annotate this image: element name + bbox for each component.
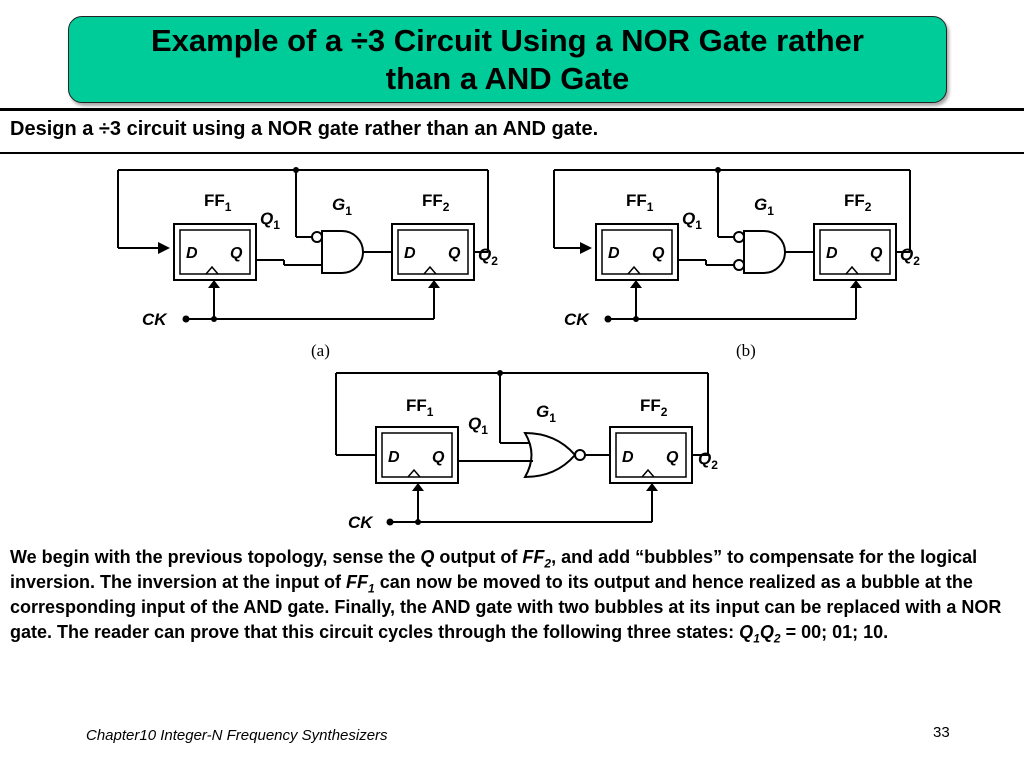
svg-text:Q: Q <box>652 245 665 262</box>
ff2-label: FF2 <box>422 191 450 214</box>
nor-output-bubble <box>574 449 586 461</box>
svg-text:FF1: FF1 <box>406 396 434 419</box>
inversion-bubble <box>311 231 323 243</box>
slide-subtitle: Design a ÷3 circuit using a NOR gate rat… <box>10 118 599 140</box>
svg-text:Q1: Q1 <box>468 414 488 437</box>
page-number: 33 <box>933 724 950 741</box>
circuit-b: FF1 FF2 G1 Q1 Q2 D Q D Q CK <box>553 167 920 329</box>
circuit-c: FF1 FF2 G1 Q1 Q2 D Q D Q CK <box>335 370 718 532</box>
svg-text:G1: G1 <box>754 195 774 218</box>
svg-text:CK: CK <box>564 310 590 329</box>
circuit-a: FF1 FF2 G1 Q1 Q2 D Q D Q CK <box>117 167 498 329</box>
and-gate <box>743 230 786 274</box>
divider-thin <box>0 152 1024 154</box>
svg-text:G1: G1 <box>536 402 556 425</box>
ff2-d-pin: D <box>404 245 416 262</box>
nor-gate <box>523 431 577 479</box>
svg-text:D: D <box>826 245 838 262</box>
body-paragraph: We begin with the previous topology, sen… <box>10 547 1002 646</box>
svg-text:D: D <box>622 449 634 466</box>
slide-title-line2: than a AND Gate <box>385 60 630 96</box>
ff1-q-pin: Q <box>230 245 243 262</box>
ck-label: CK <box>142 310 168 329</box>
svg-text:D: D <box>608 245 620 262</box>
svg-text:FF2: FF2 <box>844 191 872 214</box>
label-a: (a) <box>311 341 330 360</box>
divider-thick <box>0 108 1024 111</box>
footer-chapter: Chapter10 Integer-N Frequency Synthesize… <box>86 727 388 744</box>
svg-text:Q: Q <box>666 449 679 466</box>
svg-text:D: D <box>388 449 400 466</box>
label-b: (b) <box>736 341 756 360</box>
svg-text:Q: Q <box>870 245 883 262</box>
ff1-label: FF1 <box>204 191 232 214</box>
svg-text:CK: CK <box>348 513 374 532</box>
ff1-d-pin: D <box>186 245 198 262</box>
svg-text:Q: Q <box>432 449 445 466</box>
q2-label: Q2 <box>478 245 498 268</box>
ff1-box <box>173 223 257 281</box>
q1-label: Q1 <box>260 209 280 232</box>
gate-label: G1 <box>332 195 352 218</box>
svg-text:Q2: Q2 <box>900 245 920 268</box>
svg-text:Q1: Q1 <box>682 209 702 232</box>
svg-text:FF2: FF2 <box>640 396 668 419</box>
ff2-q-pin: Q <box>448 245 461 262</box>
svg-text:FF1: FF1 <box>626 191 654 214</box>
and-gate <box>321 230 364 274</box>
title-box: Example of a ÷3 Circuit Using a NOR Gate… <box>68 16 947 103</box>
slide-title-line1: Example of a ÷3 Circuit Using a NOR Gate… <box>151 22 864 58</box>
svg-text:Q2: Q2 <box>698 449 718 472</box>
